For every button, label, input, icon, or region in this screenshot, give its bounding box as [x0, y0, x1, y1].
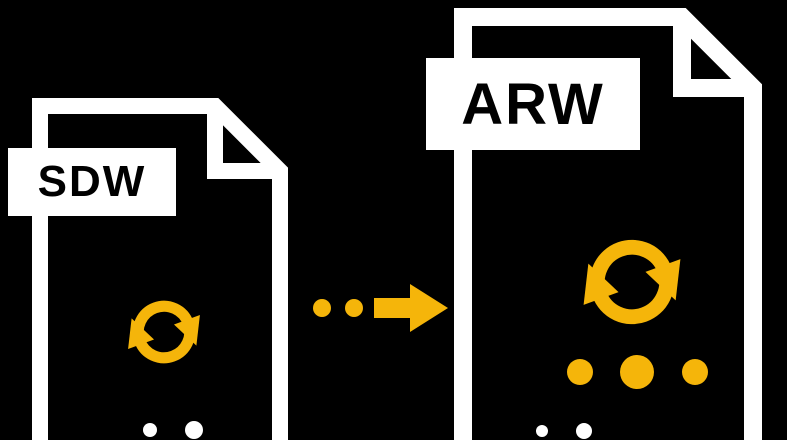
folded-corner-icon: [207, 106, 280, 179]
folded-corner-icon: [673, 17, 753, 97]
conversion-arrow-icon: [313, 284, 448, 332]
source-format-label: SDW: [8, 148, 176, 216]
target-edge-dots-icon: [536, 423, 592, 439]
target-document-icon: [454, 8, 762, 440]
source-sync-icon: [128, 300, 200, 364]
source-document-icon: [32, 98, 288, 440]
source-edge-dots-icon: [143, 421, 203, 439]
target-format-label: ARW: [426, 58, 640, 150]
target-sync-icon: [583, 239, 681, 325]
target-ellipsis-icon: [567, 355, 708, 389]
